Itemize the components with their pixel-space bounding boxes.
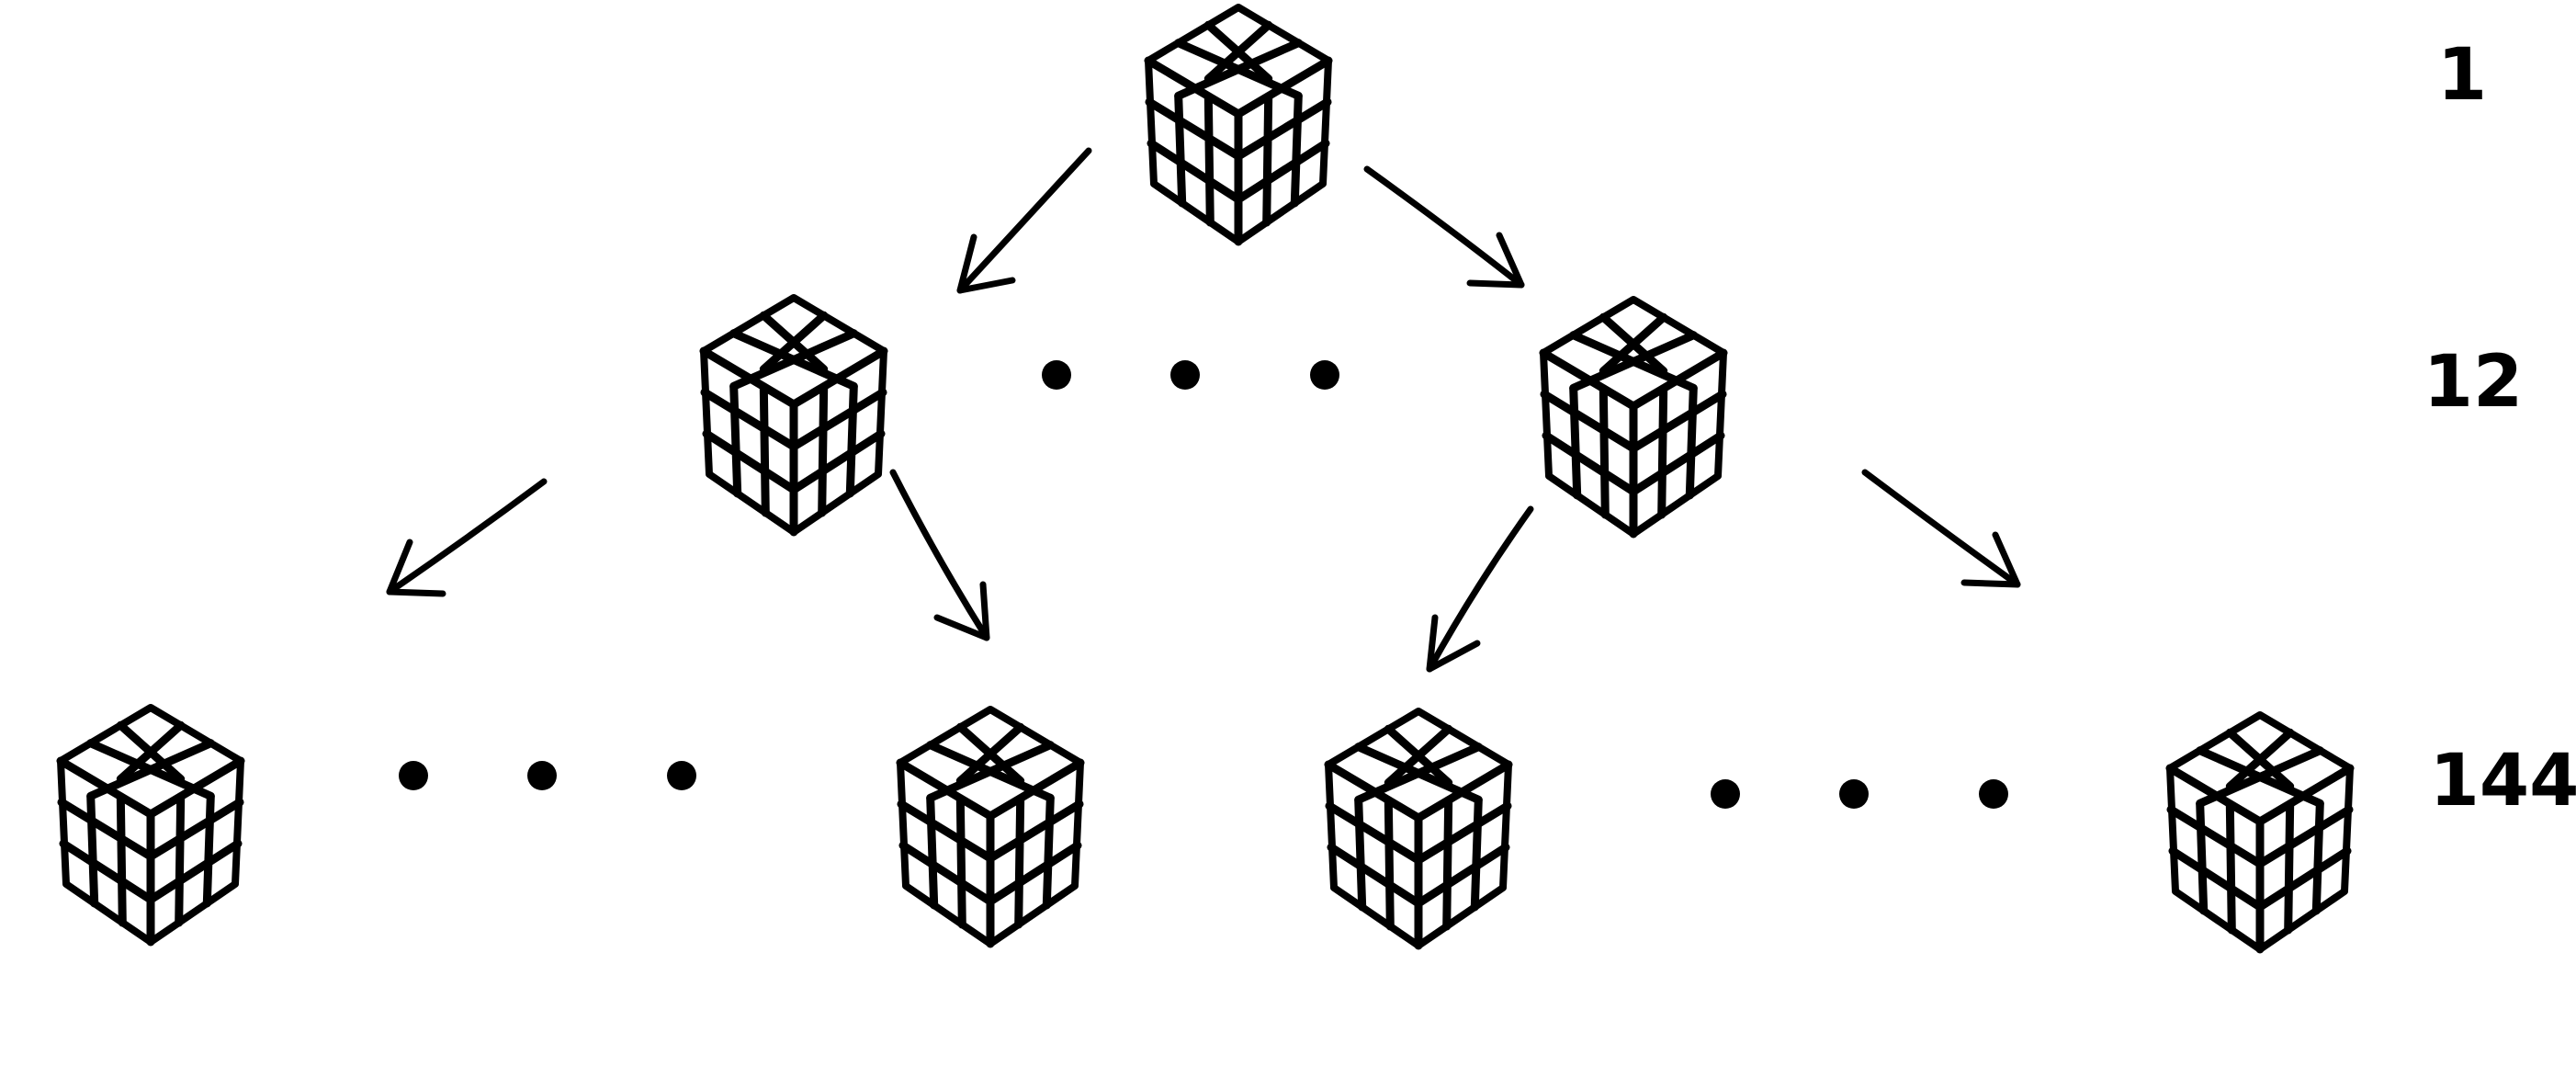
- ellipsis-level2-left: [399, 761, 696, 790]
- cube-node-level2-3: [1328, 711, 1508, 946]
- arrow-root-to-right: [1363, 165, 1525, 289]
- arrow-right-to-level2-4: [1861, 469, 2021, 588]
- level-count-label-1: 12: [2423, 341, 2524, 424]
- level-count-label-2: 144: [2430, 740, 2576, 822]
- arrow-right-to-level2-3: [1426, 505, 1534, 673]
- cube-node-level1-right: [1543, 300, 1723, 534]
- arrow-root-to-left: [956, 147, 1092, 294]
- ellipsis-level2-right: [1711, 779, 2008, 809]
- arrow-left-to-level2-2: [889, 469, 990, 641]
- cube-node-level2-1: [61, 708, 241, 942]
- ellipsis-level1: [1042, 360, 1339, 390]
- level-count-label-0: 1: [2437, 34, 2487, 117]
- cube-node-root: [1148, 7, 1328, 242]
- cube-node-level2-2: [900, 709, 1080, 944]
- cube-node-level1-left: [704, 298, 884, 532]
- arrow-left-to-level2-1: [386, 478, 548, 597]
- cube-node-level2-4: [2170, 715, 2350, 949]
